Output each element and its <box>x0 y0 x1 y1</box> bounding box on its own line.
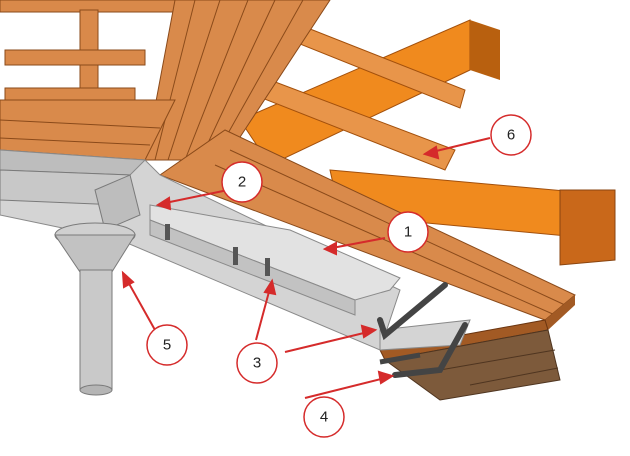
callout-5: 5 <box>146 324 188 366</box>
arrow-5 <box>126 279 156 331</box>
arrow-3b <box>284 331 369 353</box>
arrow-5-head <box>121 270 135 289</box>
arrow-4-head <box>377 370 395 385</box>
downpipe <box>54 222 136 396</box>
callout-2-label: 2 <box>238 174 246 191</box>
roof-beams <box>239 19 616 266</box>
arrow-2-head <box>155 196 172 211</box>
callout-5-label: 5 <box>163 337 171 354</box>
arrow-1 <box>331 237 386 249</box>
snow-guard-bar <box>149 204 401 316</box>
roof-sheathing <box>0 0 576 330</box>
arrow-1-head <box>322 241 337 256</box>
arrow-4 <box>304 377 386 399</box>
callout-6-label: 6 <box>507 127 515 144</box>
arrow-3a-head <box>263 278 277 296</box>
brackets <box>377 282 468 378</box>
callout-6: 6 <box>490 114 532 156</box>
arrow-6 <box>431 137 491 153</box>
arrow-3a <box>255 287 271 341</box>
background-rafters <box>0 0 176 106</box>
gutter <box>0 169 141 231</box>
callout-1-label: 1 <box>404 224 412 241</box>
callout-1: 1 <box>387 211 429 253</box>
arrow-6-head <box>422 145 440 160</box>
callout-3-label: 3 <box>253 355 261 372</box>
callout-3: 3 <box>236 342 278 384</box>
callout-4: 4 <box>303 396 345 438</box>
callout-arrows <box>121 137 491 399</box>
callout-4-label: 4 <box>320 409 328 426</box>
callout-2: 2 <box>221 161 263 203</box>
arrow-3b-head <box>360 324 378 339</box>
arrow-2 <box>164 189 229 204</box>
wall-fascia <box>379 319 561 401</box>
